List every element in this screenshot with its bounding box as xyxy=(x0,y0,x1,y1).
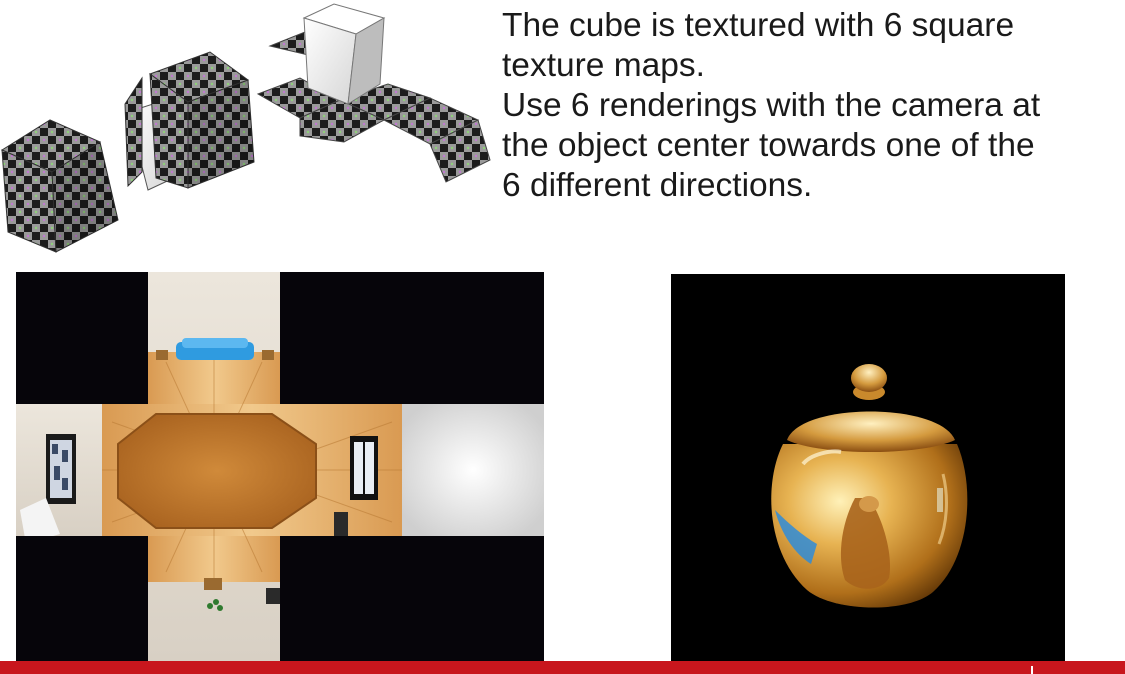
closed-cube xyxy=(0,119,119,253)
text-line-4: the object center towards one of the xyxy=(502,127,1035,164)
room-cube-map xyxy=(16,272,544,664)
unfolded-cube xyxy=(256,3,491,183)
footer-bar xyxy=(0,661,1125,674)
text-line-5: 6 different directions. xyxy=(502,167,813,204)
text-line-3: Use 6 renderings with the camera at xyxy=(502,87,1041,124)
cube-unfolding-illustration xyxy=(0,3,491,253)
text-line-1: The cube is textured with 6 square xyxy=(502,7,1015,44)
slide-text: The cube is textured with 6 square textu… xyxy=(502,6,1117,206)
opening-cube xyxy=(124,51,255,191)
text-line-2: texture maps. xyxy=(502,47,705,84)
footer-tick xyxy=(1031,666,1033,674)
teapot xyxy=(771,364,968,608)
gold-teapot-render xyxy=(671,274,1065,666)
